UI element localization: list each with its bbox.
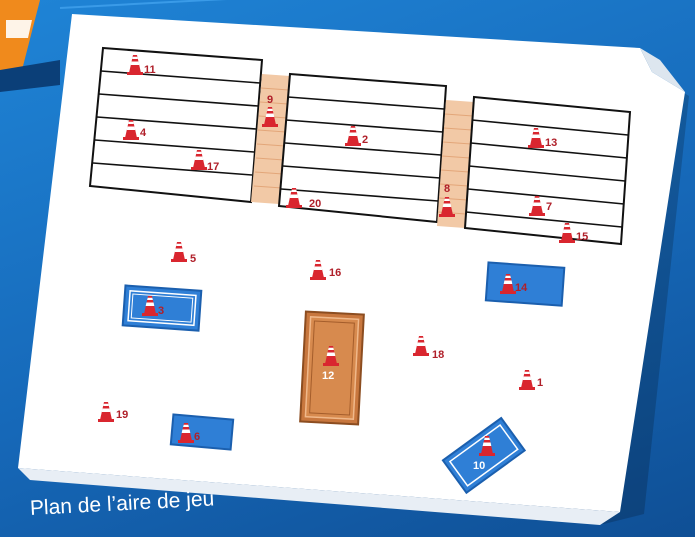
zone-12-brown-mat bbox=[300, 312, 364, 425]
decorative-cone-corner bbox=[0, 0, 60, 92]
track-block-right bbox=[465, 97, 630, 244]
cone-label-9: 9 bbox=[267, 94, 273, 106]
cone-label-10: 10 bbox=[473, 460, 485, 472]
track-block-left bbox=[90, 48, 262, 202]
cone-label-1: 1 bbox=[537, 377, 543, 389]
cone-label-11: 11 bbox=[144, 64, 156, 76]
track-block-middle bbox=[279, 74, 446, 222]
cone-label-12: 12 bbox=[322, 370, 334, 382]
cone-label-6: 6 bbox=[194, 431, 200, 443]
cone-label-14: 14 bbox=[515, 282, 528, 294]
cone-label-5: 5 bbox=[190, 253, 196, 265]
cone-label-16: 16 bbox=[329, 267, 341, 279]
cone-label-15: 15 bbox=[576, 231, 588, 243]
cone-label-20: 20 bbox=[309, 198, 321, 210]
cone-label-3: 3 bbox=[158, 305, 164, 317]
cone-label-19: 19 bbox=[116, 409, 128, 421]
cone-label-13: 13 bbox=[545, 137, 557, 149]
decorative-line bbox=[60, 0, 300, 8]
zone-6-blue-mat bbox=[171, 414, 233, 449]
cone-label-18: 18 bbox=[432, 349, 444, 361]
cone-label-8: 8 bbox=[444, 183, 450, 195]
cone-label-17: 17 bbox=[207, 161, 219, 173]
cone-label-2: 2 bbox=[362, 134, 368, 146]
cone-label-7: 7 bbox=[546, 201, 552, 213]
cone-label-4: 4 bbox=[140, 127, 147, 139]
